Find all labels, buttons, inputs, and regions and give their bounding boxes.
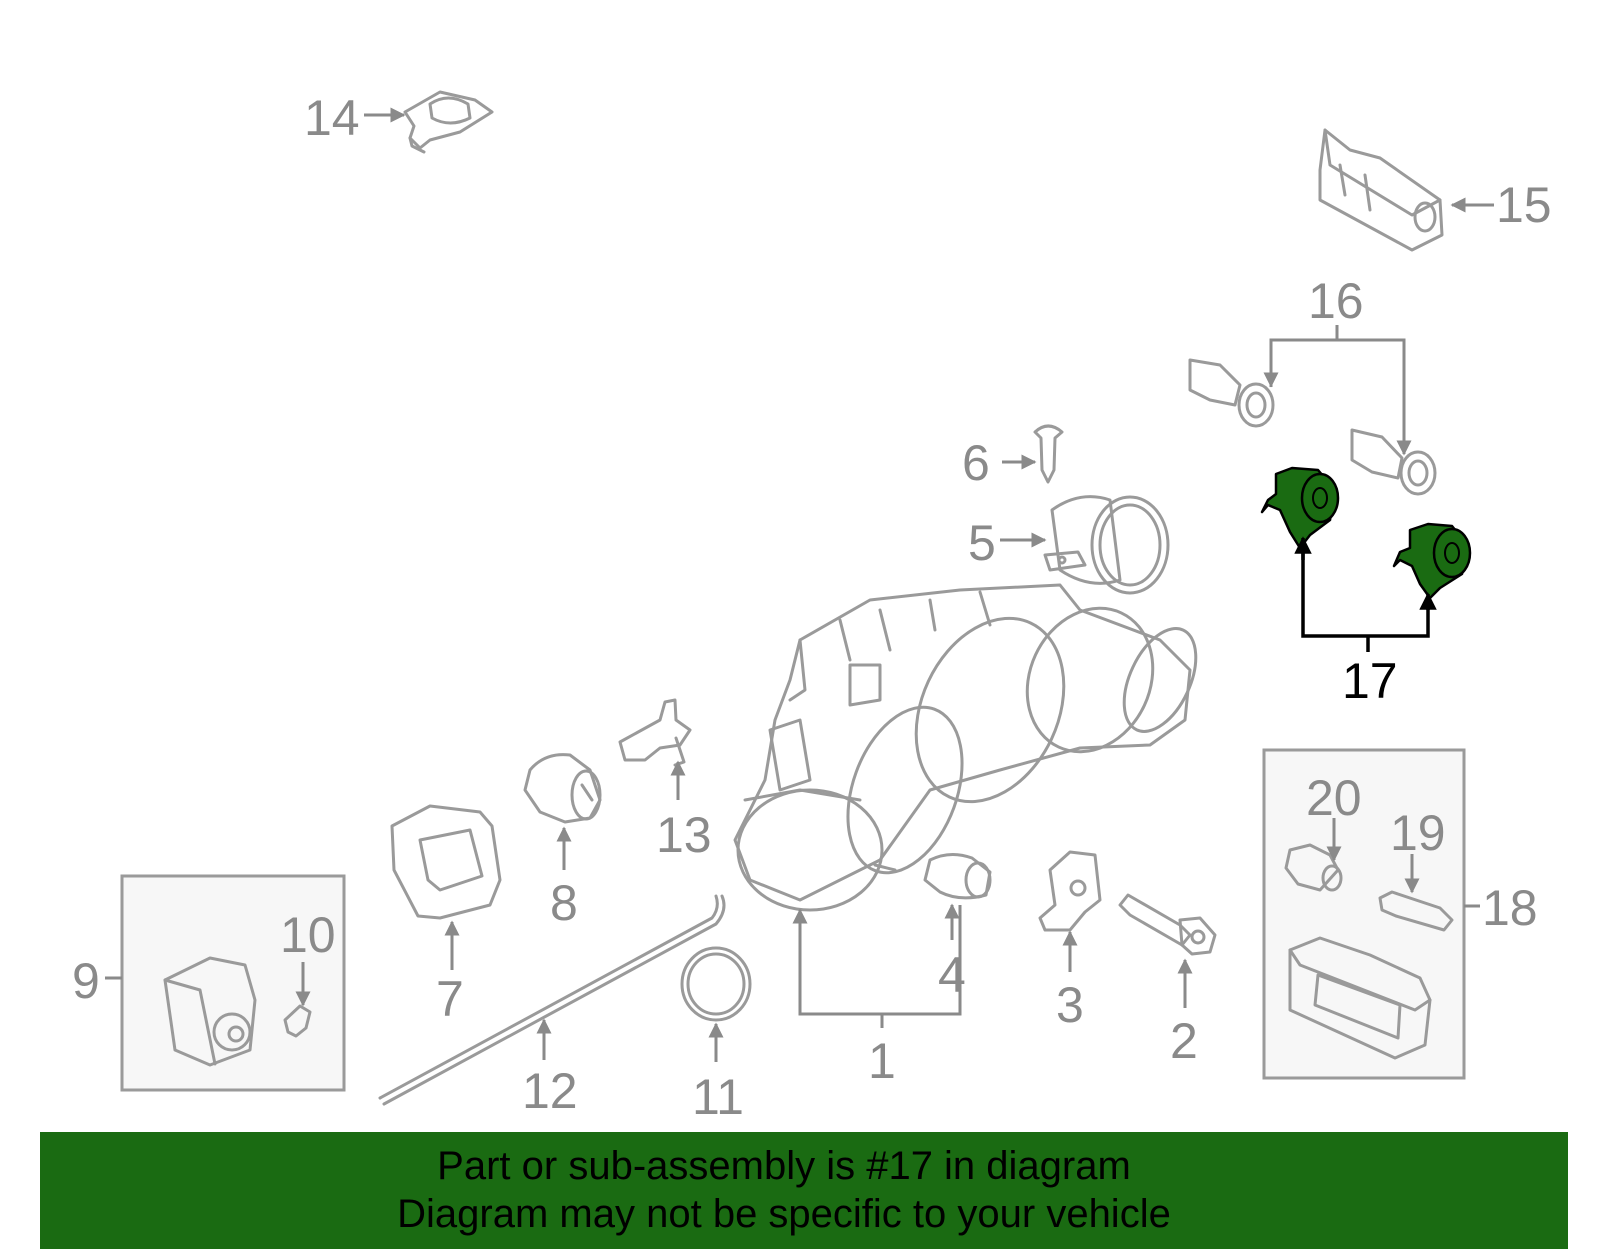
callout-17[interactable]: 17 [1342, 653, 1398, 709]
part-18-box [1262, 748, 1466, 1080]
callout-9[interactable]: 9 [72, 953, 100, 1009]
callout-6[interactable]: 6 [962, 435, 990, 491]
part-20-socket[interactable] [1284, 843, 1343, 892]
callout-2[interactable]: 2 [1170, 1013, 1198, 1069]
part-18-lamp-housing[interactable] [1288, 936, 1432, 1060]
callout-8[interactable]: 8 [550, 875, 578, 931]
callout-3[interactable]: 3 [1056, 977, 1084, 1033]
callout-10[interactable]: 10 [280, 907, 336, 963]
callout-1[interactable]: 1 [868, 1033, 896, 1089]
callout-15[interactable]: 15 [1496, 177, 1552, 233]
part-17-socket-b[interactable] [1392, 522, 1472, 600]
part-7-bezel[interactable] [390, 804, 502, 920]
banner-line-1: Part or sub-assembly is #17 in diagram [437, 1144, 1131, 1188]
part-3-bracket[interactable] [1038, 850, 1102, 932]
part-5-gauge[interactable] [1043, 495, 1170, 595]
part-16-socket-a[interactable] [1188, 358, 1275, 428]
callout-19[interactable]: 19 [1390, 805, 1446, 861]
part-4-knob[interactable] [923, 853, 992, 900]
callout-12[interactable]: 12 [522, 1063, 578, 1119]
part-15-housing[interactable] [1318, 128, 1444, 252]
part-12-rod[interactable] [378, 894, 726, 1106]
leader-16 [1269, 338, 1406, 452]
part-14-bracket[interactable] [403, 90, 494, 154]
callout-20[interactable]: 20 [1306, 770, 1362, 826]
banner-line-2: Diagram may not be specific to your vehi… [397, 1192, 1171, 1236]
callout-13[interactable]: 13 [656, 807, 712, 863]
part-9-box [120, 874, 346, 1092]
info-banner: Part or sub-assembly is #17 in diagram D… [40, 1132, 1568, 1249]
part-1-instrument-cluster[interactable] [733, 583, 1210, 912]
part-17-socket-a[interactable] [1260, 466, 1340, 550]
callout-18[interactable]: 18 [1482, 880, 1538, 936]
part-6-screw[interactable] [1033, 424, 1064, 484]
part-19-bulb[interactable] [1378, 890, 1454, 932]
part-11-ring[interactable] [680, 946, 752, 1022]
part-8-switch[interactable] [523, 753, 602, 824]
leader-1 [798, 905, 962, 1016]
callout-7[interactable]: 7 [436, 971, 464, 1027]
callout-11[interactable]: 11 [692, 1069, 744, 1125]
callout-4[interactable]: 4 [938, 947, 966, 1003]
callout-16[interactable]: 16 [1308, 273, 1364, 329]
part-2-bolt[interactable] [1118, 893, 1217, 956]
part-9-switch[interactable] [163, 956, 257, 1067]
part-16-socket-b[interactable] [1350, 428, 1437, 496]
callout-14[interactable]: 14 [304, 90, 360, 146]
leader-17 [1301, 540, 1430, 638]
callout-5[interactable]: 5 [968, 515, 996, 571]
part-13-clip[interactable] [618, 698, 692, 767]
